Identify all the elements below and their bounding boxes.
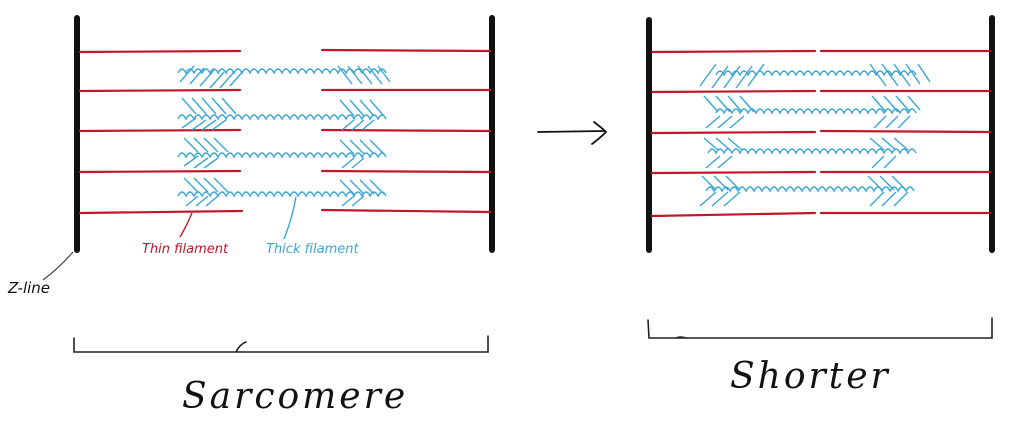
thin-filament-leader xyxy=(179,212,193,238)
thick-filament-label: Thick filament xyxy=(266,242,359,257)
thick-filaments xyxy=(177,65,391,207)
thin-filaments-left xyxy=(78,49,244,215)
thick-filaments-contracted xyxy=(699,63,931,207)
sarcomere-bracket xyxy=(73,335,489,353)
thin-filaments-contracted xyxy=(650,49,992,218)
thin-filament-label: Thin filament xyxy=(142,242,229,257)
thick-filament-leader xyxy=(283,196,297,240)
sarcomere-label: Sarcomere xyxy=(182,376,408,417)
relaxed-sarcomere xyxy=(42,15,495,353)
shorter-label: Shorter xyxy=(730,356,891,397)
right-arrow-icon xyxy=(537,121,608,145)
z-line-label: Z-line xyxy=(7,279,50,297)
z-line-leader xyxy=(42,251,74,281)
contracted-sarcomere xyxy=(646,15,995,339)
thin-filaments-right xyxy=(320,48,492,214)
shorter-bracket xyxy=(647,317,993,339)
